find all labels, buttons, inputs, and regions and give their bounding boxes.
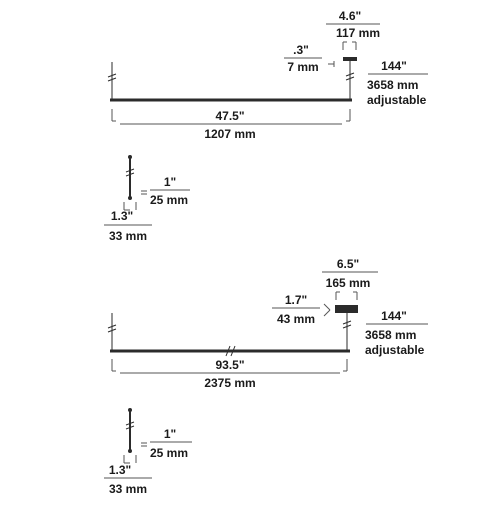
cable-break-left: [107, 324, 117, 333]
profile-break: [125, 168, 135, 177]
profile-width-mm-label: 25 mm: [150, 193, 188, 207]
canopy-offset-bracket: [328, 61, 335, 67]
length-in-label: 93.5": [215, 358, 244, 372]
profile-cap-bottom: [128, 196, 132, 200]
cable-break-right: [342, 320, 352, 329]
profile-bottom: 1" 25 mm 1.3" 33 mm: [104, 408, 192, 496]
canopy-offset-bracket: [323, 303, 331, 317]
cable-length-note: adjustable: [367, 93, 427, 107]
cable-break-right: [345, 72, 355, 81]
length-extension-lines: [111, 359, 348, 372]
profile-width-in-label: 1": [164, 427, 176, 441]
fixture-bottom: 6.5" 165 mm 1.7" 43 mm 144" 3658: [107, 257, 428, 390]
cable-length-in-label: 144": [381, 59, 407, 73]
canopy-shape: [335, 305, 358, 313]
profile-height-mm-label: 33 mm: [109, 482, 147, 496]
length-mm-label: 1207 mm: [204, 127, 255, 141]
profile-height-bracket: [123, 455, 137, 464]
canopy-width-arrows: [342, 41, 357, 50]
cable-break-left: [107, 73, 117, 82]
profile-top: 1" 25 mm 1.3" 33 mm: [104, 155, 190, 243]
cable-length-mm-label: 3658 mm: [367, 78, 418, 92]
length-mm-label: 2375 mm: [204, 376, 255, 390]
canopy-shape: [343, 57, 357, 61]
profile-cap-bottom: [128, 449, 132, 453]
profile-height-mm-label: 33 mm: [109, 229, 147, 243]
canopy-offset-mm-label: 7 mm: [287, 60, 318, 74]
cable-length-in-label: 144": [381, 309, 407, 323]
profile-width-in-label: 1": [164, 175, 176, 189]
fixture-top: 4.6" 117 mm .3" 7 mm 144" 3658 mm: [107, 9, 428, 141]
cable-length-mm-label: 3658 mm: [365, 328, 416, 342]
canopy-offset-in-label: .3": [293, 43, 309, 57]
profile-cap-top: [128, 155, 132, 159]
profile-break: [125, 421, 135, 430]
length-extension-lines: [111, 109, 351, 122]
canopy-offset-in-label: 1.7": [285, 293, 307, 307]
canopy-width-arrows: [335, 291, 358, 300]
profile-width-mm-label: 25 mm: [150, 446, 188, 460]
canopy-width-mm-label: 165 mm: [326, 276, 371, 290]
canopy-width-in-label: 4.6": [339, 9, 361, 23]
cable-length-note: adjustable: [365, 343, 425, 357]
canopy-width-mm-label: 117 mm: [336, 26, 380, 40]
canopy-width-in-label: 6.5": [337, 257, 359, 271]
profile-height-in-label: 1.3": [111, 209, 133, 223]
canopy-offset-mm-label: 43 mm: [277, 312, 315, 326]
length-in-label: 47.5": [215, 109, 244, 123]
rod-joint: [225, 345, 236, 357]
profile-cap-top: [128, 408, 132, 412]
profile-height-bracket: [123, 202, 137, 211]
profile-height-in-label: 1.3": [109, 463, 131, 477]
